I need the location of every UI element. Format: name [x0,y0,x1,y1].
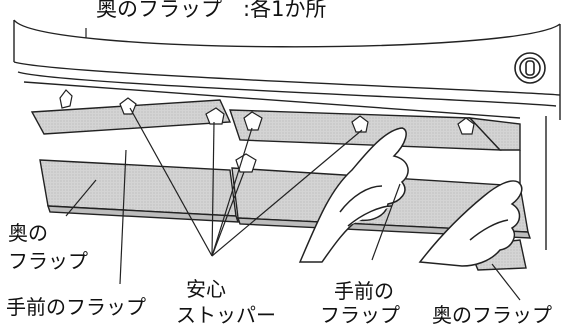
back-flap-right-label: 奥のフラップ [432,303,552,327]
back-flap-shape [30,99,521,151]
stopper-illustration [59,89,475,173]
safety-stopper-label-line2: ストッパー [176,303,276,327]
top-caption: 奥のフラップ :各1か所 [96,0,327,21]
dial-icon [514,52,546,84]
back-flap-left-label-line1: 奥の [8,221,48,245]
scanner-body [13,19,561,250]
front-flap-left-label: 手前のフラップ [6,295,146,319]
safety-stopper-label-line1: 安心 [186,277,226,301]
hand-illustration [298,127,523,267]
front-flap-right-label-line1: 手前の [334,279,394,303]
leader-lines [65,28,521,301]
back-flap-left-label-line2: フラップ [8,249,88,273]
front-flap-right-label-line2: フラップ [320,303,400,327]
